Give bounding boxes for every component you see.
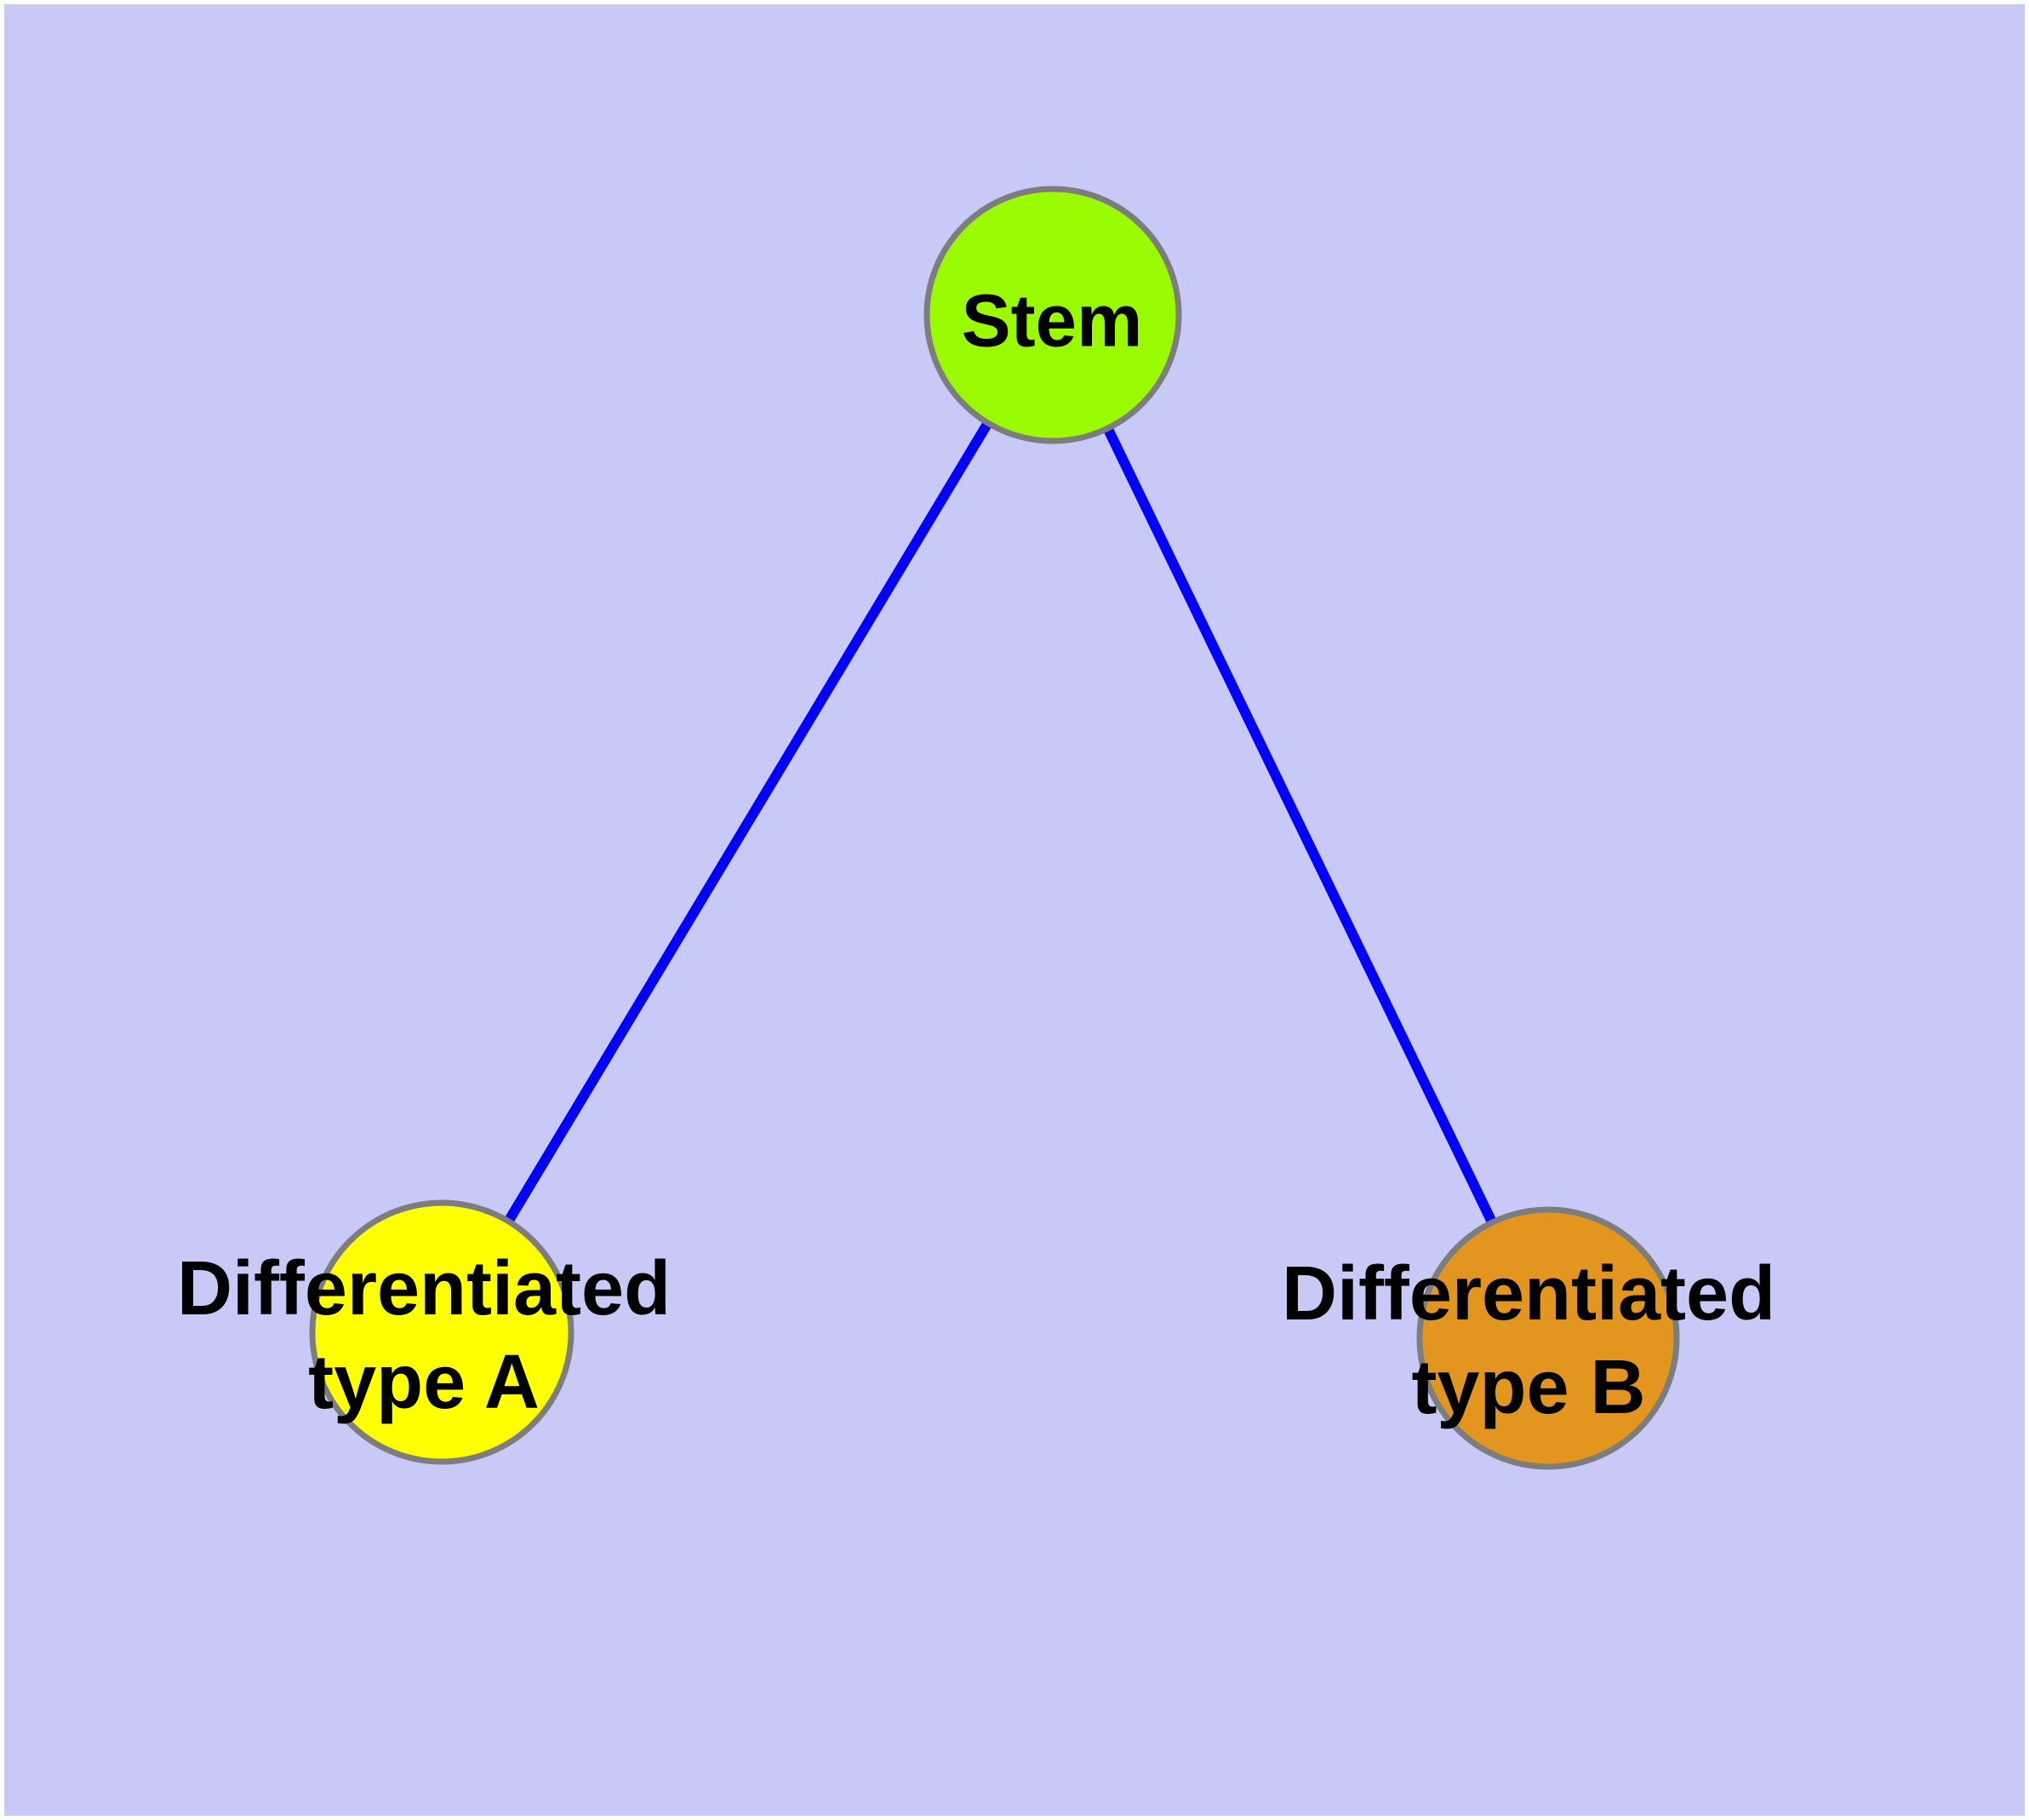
differentiated-type-a-node-label: Differentiated type A (177, 1242, 671, 1429)
differentiated-type-a-node (309, 1199, 574, 1465)
edge-stem-to-type-a (437, 312, 1058, 1336)
differentiated-type-b-node (1416, 1206, 1680, 1470)
stem-node (923, 186, 1182, 444)
differentiated-type-b-label-line2: type B (1411, 1345, 1646, 1430)
differentiated-type-a-label-line1: Differentiated (176, 1246, 672, 1331)
stem-node-label: Stem (961, 279, 1143, 363)
differentiated-type-a-label-line2: type A (308, 1340, 540, 1425)
edge-stem-to-type-b (1048, 312, 1553, 1341)
differentiated-type-b-label-line1: Differentiated (1281, 1251, 1776, 1336)
differentiated-type-b-node-label: Differentiated type B (1282, 1247, 1775, 1434)
